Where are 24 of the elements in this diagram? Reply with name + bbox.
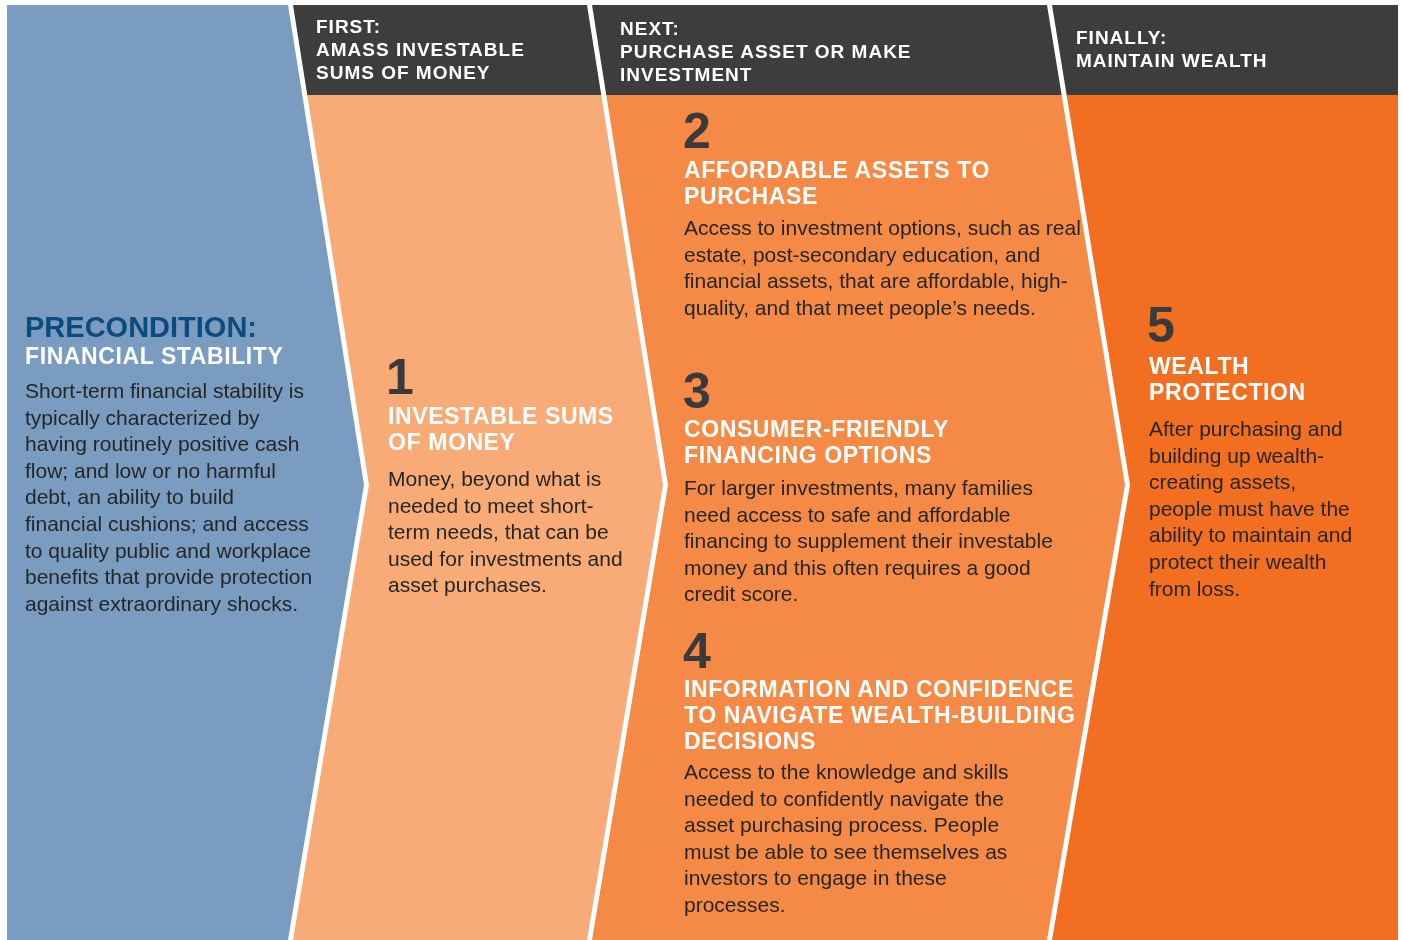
step-description: Access to the knowledge and skills needed to confidently navigate the asset purchasing process. People must be able to see themselves as investors to engage in these processes.: [684, 759, 1010, 918]
stage-label: NEXT:: [620, 17, 681, 40]
stage-heading: PURCHASE ASSET OR MAKE INVESTMENT: [620, 40, 913, 86]
step-description: Access to investment options, such as real estate, post-secondary education, and financial assets, that are affordable, high-quality, and that meet people’s needs.: [684, 215, 1082, 321]
step-description: For larger investments, many families need access to safe and affordable financing to supplement their investable money and this often requires a good credit score.: [684, 475, 1054, 608]
step-number: 2: [683, 106, 712, 156]
stage-description: Short-term financial stability is typically characterized by having routinely positive cash flow; and low or no harmful debt, an ability to build financial cushions; and access to quality public and workplace benefits that provide protection against extraordinary shocks.: [25, 378, 314, 617]
stage-heading: MAINTAIN WEALTH: [1076, 49, 1269, 72]
step-heading: AFFORDABLE ASSETS TO PURCHASE: [684, 157, 991, 209]
step-heading: WEALTH PROTECTION: [1149, 353, 1307, 405]
step-number: 5: [1147, 300, 1176, 350]
stage-title: PRECONDITION:: [25, 312, 258, 342]
step-heading: INVESTABLE SUMS OF MONEY: [388, 403, 615, 455]
stage-heading: AMASS INVESTABLE SUMS OF MONEY: [316, 38, 526, 84]
step-description: Money, beyond what is needed to meet short-term needs, that can be used for investments and asset purchases.: [388, 466, 624, 599]
stage-subtitle: FINANCIAL STABILITY: [25, 343, 285, 369]
stage-label: FIRST:: [316, 15, 383, 38]
step-heading: INFORMATION AND CONFIDENCE TO NAVIGATE WEALTH-BUILDING DECISIONS: [684, 676, 1077, 754]
step-number: 4: [683, 626, 712, 676]
step-number: 3: [683, 366, 712, 416]
stage-label: FINALLY:: [1076, 26, 1169, 49]
step-heading: CONSUMER-FRIENDLY FINANCING OPTIONS: [684, 416, 950, 468]
step-number: 1: [386, 352, 415, 402]
step-description: After purchasing and building up wealth-creating assets, people must have the ability to maintain and protect their wealth from loss.: [1149, 416, 1354, 602]
